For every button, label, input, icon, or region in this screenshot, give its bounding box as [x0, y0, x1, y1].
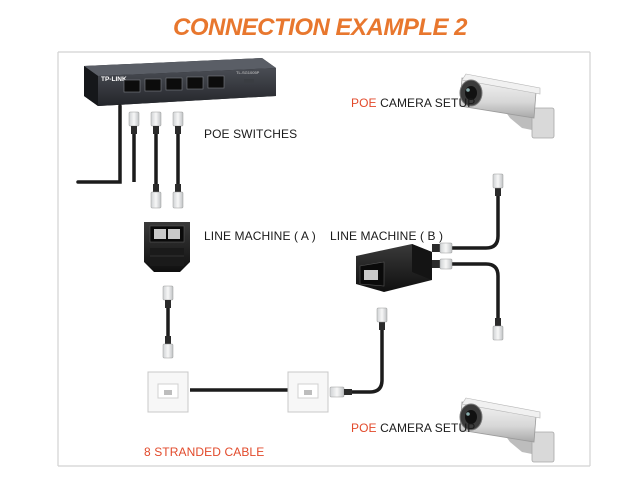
line-b-cable: [329, 307, 388, 398]
switch-brand: TP-LINK: [101, 76, 127, 83]
label-poe-switches: POE SWITCHES: [204, 127, 298, 141]
camera-feed-cables: [432, 173, 504, 341]
wall-plate-icon: [147, 371, 189, 413]
background-frame-lines: [57, 51, 591, 467]
label-poe-camera-top: POE CAMERA SETUP: [351, 96, 475, 110]
switch-model: TL-SG1005P: [236, 70, 260, 75]
switch-port: [207, 75, 225, 89]
label-poe-camera-bottom: POE CAMERA SETUP: [351, 421, 475, 435]
rj45-splitter-icon: [356, 244, 432, 292]
switch-port: [144, 78, 162, 92]
switch-port: [165, 77, 183, 91]
line-a-cable: [162, 285, 174, 359]
rj45-plug-icon: [150, 184, 184, 209]
label-line-machine-b: LINE MACHINE ( B ): [330, 229, 444, 243]
rj45-splitter-icon: [144, 222, 190, 272]
label-poe-keyword: POE: [351, 96, 377, 110]
switch-port: [123, 79, 141, 93]
diagram-title: CONNECTION EXAMPLE 2: [172, 14, 468, 41]
label-line-machine-a: LINE MACHINE ( A ): [204, 229, 316, 243]
switch-port: [186, 76, 204, 90]
rj45-plug-icon: [128, 111, 184, 134]
network-switch-icon: TP-LINK TL-SG1005P: [84, 58, 276, 106]
cctv-camera-icon: [459, 73, 555, 139]
switch-patch-cables: [128, 111, 184, 209]
label-camera-setup: CAMERA SETUP: [376, 96, 476, 110]
label-poe-keyword: POE: [351, 421, 377, 435]
label-camera-setup: CAMERA SETUP: [376, 421, 476, 435]
cctv-camera-icon: [459, 397, 555, 463]
label-8-stranded-cable: 8 STRANDED CABLE: [144, 445, 265, 459]
uplink-cable: [76, 104, 122, 184]
wall-plate-icon: [287, 371, 329, 413]
